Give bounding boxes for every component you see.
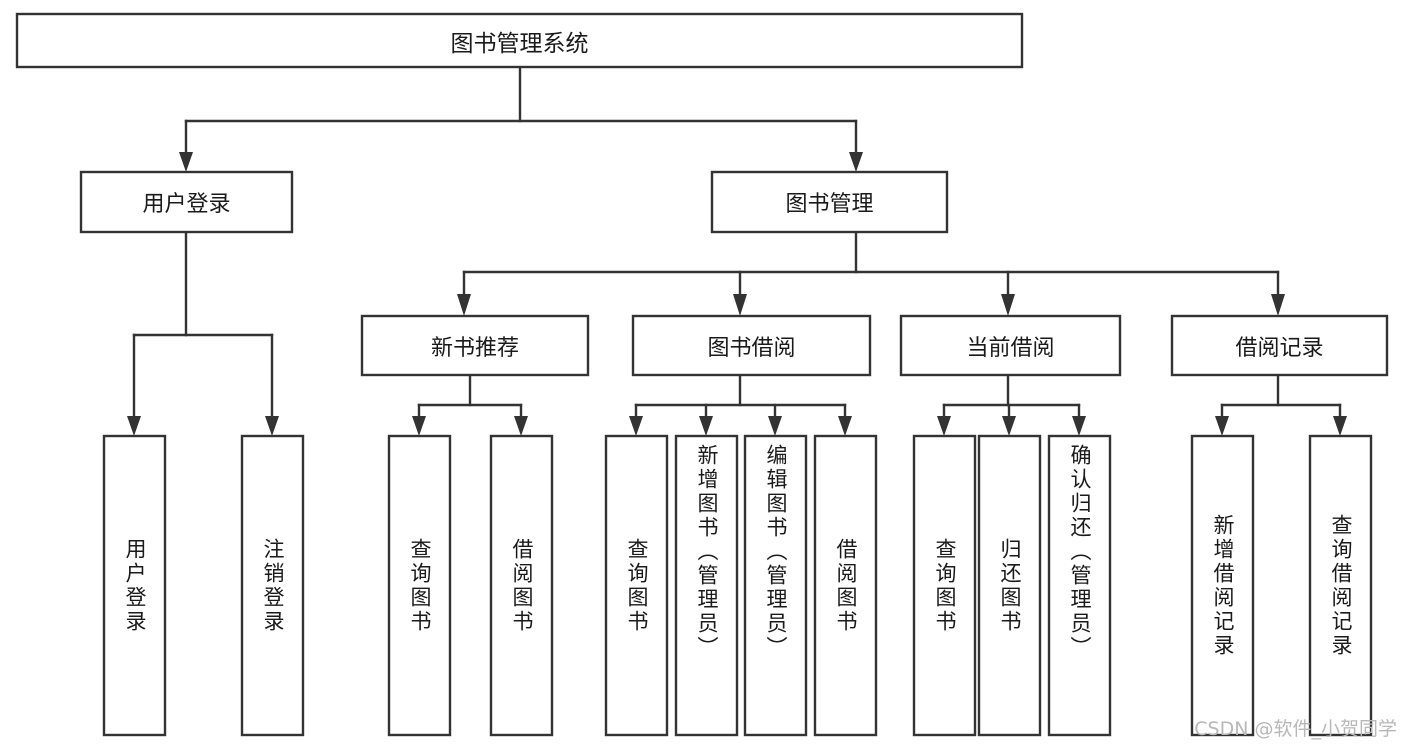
leaf-box-book-borrow-1[interactable] [674, 434, 739, 737]
leaf-box-user-login-0[interactable] [102, 434, 167, 737]
edge-book-borrow-distributor [629, 373, 852, 436]
node-box-user-login[interactable] [79, 170, 294, 234]
edge-root-to-user-login [179, 119, 193, 172]
leaf-box-user-login-1[interactable] [240, 434, 305, 737]
edge-new-book-distributor [412, 373, 528, 436]
node-box-root[interactable] [15, 12, 1024, 69]
edge-current-borrow-distributor [937, 373, 1086, 436]
leaf-box-borrow-record-1[interactable] [1308, 434, 1373, 737]
leaf-box-book-borrow-3[interactable] [813, 434, 878, 737]
edge-borrow-record-distributor [1215, 373, 1347, 436]
leaf-box-current-borrow-0[interactable] [912, 434, 977, 737]
leaf-box-book-borrow-2[interactable] [743, 434, 808, 737]
edge-book-manage-distributor [457, 230, 1285, 316]
node-box-book-manage[interactable] [710, 170, 949, 234]
leaf-box-borrow-record-0[interactable] [1190, 434, 1255, 737]
node-box-current-borrow[interactable] [899, 314, 1122, 377]
node-box-borrow-record[interactable] [1170, 314, 1389, 377]
edge-user-login-distributor [127, 230, 279, 436]
leaf-box-new-book-0[interactable] [387, 434, 452, 737]
node-box-book-borrow[interactable] [631, 314, 872, 377]
leaf-box-current-borrow-2[interactable] [1047, 434, 1112, 737]
leaf-box-new-book-1[interactable] [489, 434, 554, 737]
node-box-new-book-recommend[interactable] [360, 314, 590, 377]
edge-root-stem [184, 65, 858, 123]
edge-root-to-book-manage [849, 119, 863, 172]
leaf-box-book-borrow-0[interactable] [604, 434, 669, 737]
leaf-box-current-borrow-1[interactable] [977, 434, 1042, 737]
